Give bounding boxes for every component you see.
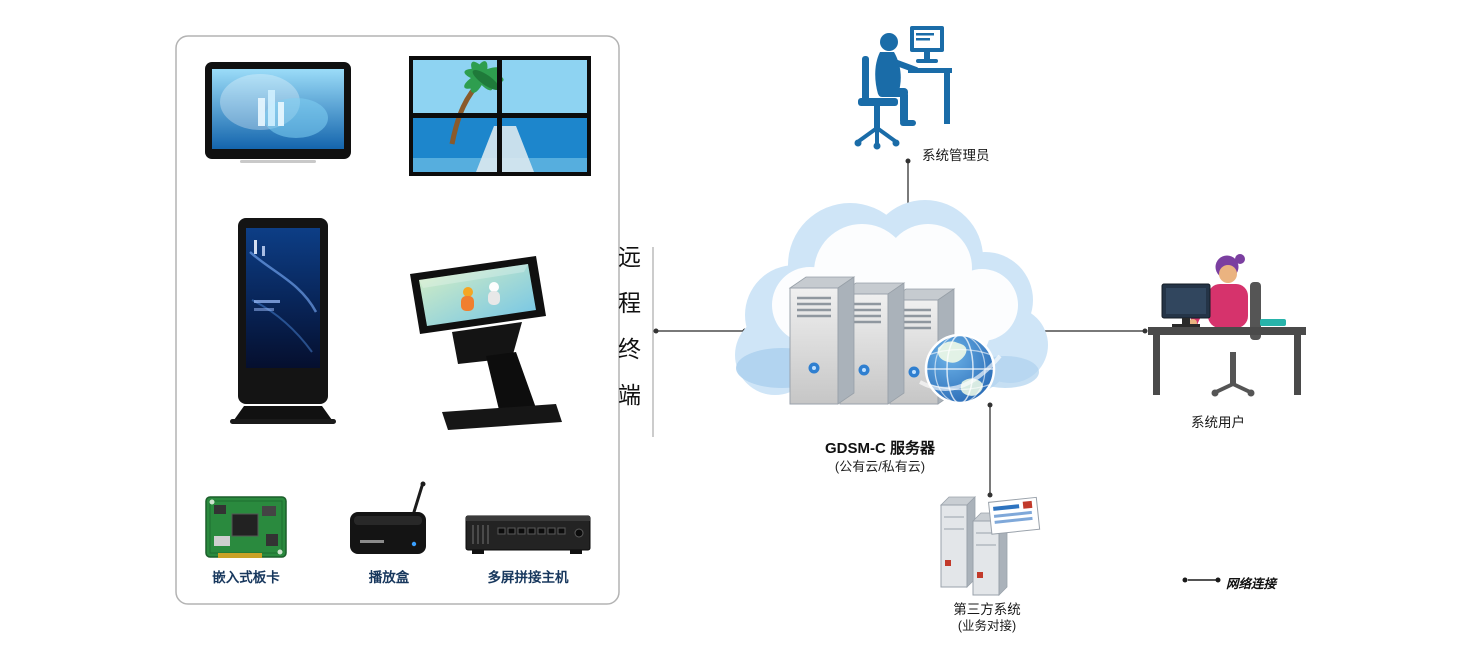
touch-kiosk-image [410, 256, 562, 430]
third-party-image [940, 496, 1041, 596]
player-box-image [350, 481, 426, 554]
admin-figure-image [854, 26, 952, 150]
player-box-label: 播放盒 [368, 570, 410, 585]
user-label: 系统用户 [1191, 415, 1245, 430]
third-party-subtitle: (业务对接) [957, 619, 1017, 633]
embedded-board-image [205, 496, 287, 558]
legend-connector [1182, 577, 1221, 583]
device-panel-box [175, 35, 620, 605]
multiscreen-host-image [465, 515, 591, 554]
cloud-server-subtitle: (公有云/私有云) [834, 459, 926, 474]
remote-terminal-char-2: 程 [618, 290, 641, 316]
remote-terminal-char-4: 端 [618, 382, 641, 408]
admin-label: 系统管理员 [922, 148, 990, 163]
globe-icon [919, 333, 1002, 405]
video-wall-image [409, 56, 591, 176]
remote-terminal-char-3: 终 [618, 336, 641, 362]
wall-display-image [205, 62, 351, 163]
standing-kiosk-image [230, 218, 336, 424]
embedded-board-label: 嵌入式板卡 [212, 570, 280, 585]
remote-terminal-char-1: 远 [618, 244, 641, 270]
multiscreen-host-label: 多屏拼接主机 [487, 570, 569, 585]
user-figure-image [1148, 254, 1306, 397]
remote-terminal-label: 远 程 终 端 [618, 246, 641, 407]
third-party-title: 第三方系统 [953, 602, 1021, 617]
legend-label: 网络连接 [1226, 577, 1277, 591]
cloud-server-title: GDSM-C 服务器 [825, 440, 935, 457]
